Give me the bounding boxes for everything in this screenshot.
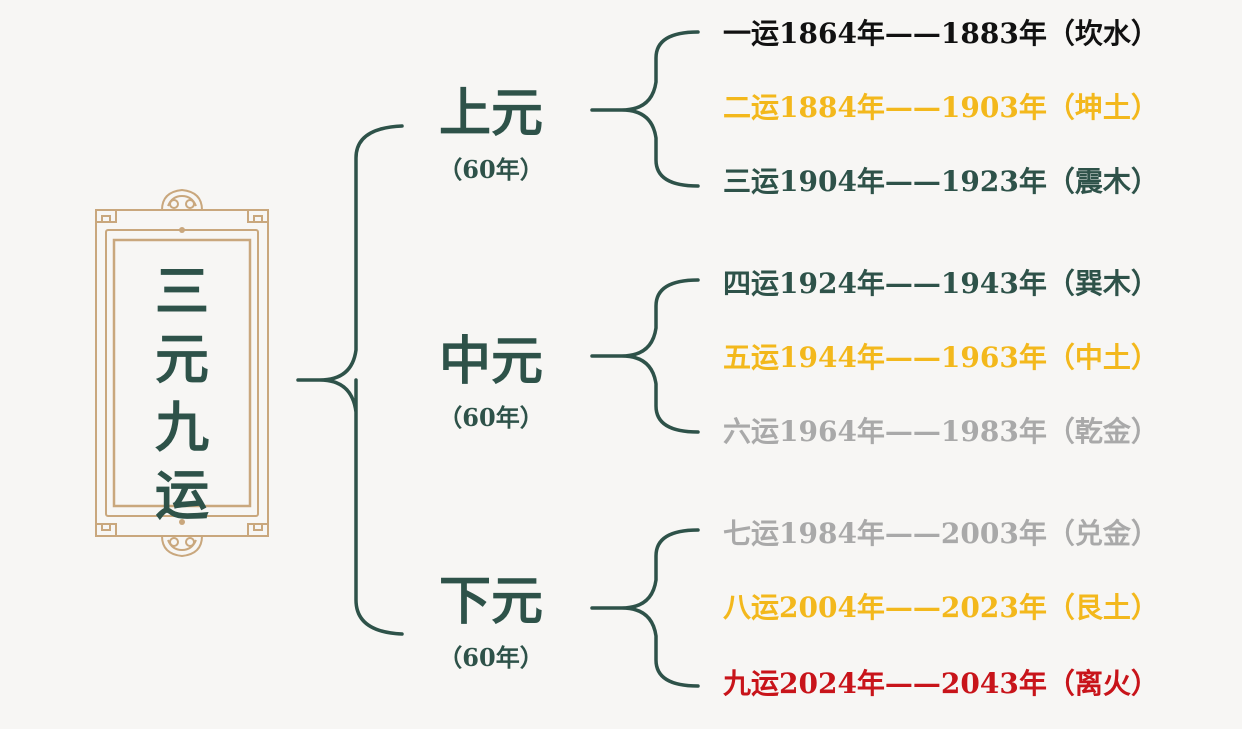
yuan-lower-years: （60年） bbox=[438, 643, 544, 672]
period-7: 七运1984年——2003年（兑金） bbox=[723, 517, 1159, 550]
lower-bracket bbox=[590, 528, 700, 688]
title-char-3: 九 bbox=[155, 395, 209, 459]
ornamental-frame-icon bbox=[95, 188, 269, 558]
period-6: 六运1964年——1983年（乾金） bbox=[723, 415, 1159, 448]
title-char-1: 三 bbox=[155, 259, 209, 323]
upper-bracket bbox=[590, 30, 700, 188]
yuan-middle-years: （60年） bbox=[438, 403, 544, 432]
yuan-upper-label: 上元 bbox=[438, 83, 543, 144]
title-char-2: 元 bbox=[155, 327, 209, 391]
period-8: 八运2004年——2023年（艮土） bbox=[723, 591, 1159, 624]
main-bracket bbox=[296, 124, 404, 636]
middle-bracket bbox=[590, 278, 700, 434]
period-4: 四运1924年——1943年（巽木） bbox=[723, 267, 1159, 300]
period-3: 三运1904年——1923年（震木） bbox=[723, 165, 1159, 198]
title-char-4: 运 bbox=[155, 463, 209, 527]
period-2: 二运1884年——1903年（坤土） bbox=[723, 91, 1159, 124]
period-1: 一运1864年——1883年（坎水） bbox=[723, 17, 1159, 50]
title-frame: 三 元 九 运 bbox=[92, 182, 272, 564]
period-5: 五运1944年——1963年（中土） bbox=[723, 341, 1159, 374]
yuan-upper-years: （60年） bbox=[438, 155, 544, 184]
yuan-lower-label: 下元 bbox=[438, 571, 543, 632]
yuan-middle-label: 中元 bbox=[438, 331, 543, 392]
period-9: 九运2024年——2043年（离火） bbox=[723, 667, 1159, 700]
